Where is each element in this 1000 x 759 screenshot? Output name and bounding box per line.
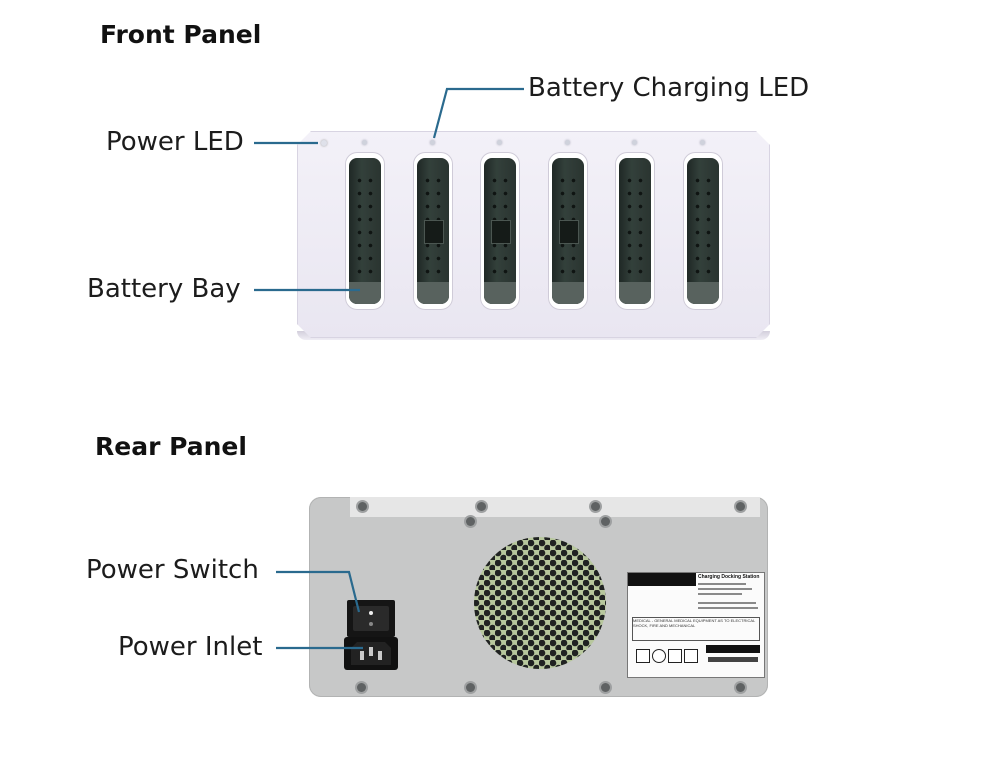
battery-bay-vent [354,174,376,292]
label-spec-line [698,593,742,595]
label-header-bar [628,573,696,586]
battery-bay[interactable] [615,152,655,310]
battery-bay-floor [484,282,516,304]
callout-power-switch: Power Switch [86,555,259,585]
battery-charging-led-indicator [430,140,435,145]
rear-panel-top-strip [350,497,760,517]
battery-bay-slot [349,158,381,304]
battery-bay-connector [559,220,579,244]
power-switch-mark [369,611,373,615]
callout-battery-bay: Battery Bay [87,274,241,304]
battery-bay-floor [417,282,449,304]
power-inlet[interactable] [344,637,398,670]
battery-charging-led-indicator [700,140,705,145]
label-spec-line [698,588,752,590]
leader-line-battery-charging-led [432,87,524,139]
battery-bay[interactable] [548,152,588,310]
screw-icon [736,502,745,511]
recycle-symbol-icon [652,649,666,663]
callout-power-led: Power LED [106,127,244,157]
battery-bay-connector [424,220,444,244]
callout-power-inlet: Power Inlet [118,632,263,662]
battery-bay-slot [484,158,516,304]
power-inlet-pin [360,651,364,660]
battery-bay-slot [417,158,449,304]
callout-battery-charging-led: Battery Charging LED [528,73,810,103]
serial-number-bar [706,645,760,653]
battery-bay[interactable] [413,152,453,310]
battery-bay[interactable] [480,152,520,310]
label-warning-box: MEDICAL - GENERAL MEDICAL EQUIPMENT AS T… [632,617,760,641]
leader-line-power-switch [276,570,361,613]
battery-bay-slot [687,158,719,304]
battery-bay-connector [491,220,511,244]
battery-bay-slot [552,158,584,304]
battery-bay[interactable] [683,152,723,310]
battery-bay-vent [624,174,646,292]
screw-icon [466,683,475,692]
power-switch-mark [369,622,373,626]
screw-icon [477,502,486,511]
power-led-indicator [321,140,327,146]
screw-icon [601,683,610,692]
battery-bay-floor [687,282,719,304]
battery-bay[interactable] [345,152,385,310]
battery-bay-slot [619,158,651,304]
screw-icon [466,517,475,526]
checkmark-symbol-icon [668,649,682,663]
label-title: Charging Docking Station [698,574,760,580]
label-barcode [708,657,758,662]
screw-icon [358,502,367,511]
label-spec-line [698,602,756,604]
battery-charging-led-indicator [497,140,502,145]
power-inlet-pin [369,647,373,656]
front-panel-heading: Front Panel [100,20,262,49]
rear-panel-heading: Rear Panel [95,432,247,461]
screw-icon [736,683,745,692]
label-spec-line [698,607,758,609]
screw-icon [601,517,610,526]
ce-symbol-icon [684,649,698,663]
screw-icon [591,502,600,511]
screw-icon [357,683,366,692]
battery-bay-floor [349,282,381,304]
battery-charging-led-indicator [362,140,367,145]
product-label: Charging Docking Station MEDICAL - GENER… [627,572,765,678]
label-spec-line [698,583,746,585]
battery-charging-led-indicator [632,140,637,145]
battery-bay-floor [619,282,651,304]
battery-charging-led-indicator [565,140,570,145]
battery-bay-floor [552,282,584,304]
power-inlet-pin [378,651,382,660]
battery-bay-vent [692,174,714,292]
warning-symbol-icon [636,649,650,663]
